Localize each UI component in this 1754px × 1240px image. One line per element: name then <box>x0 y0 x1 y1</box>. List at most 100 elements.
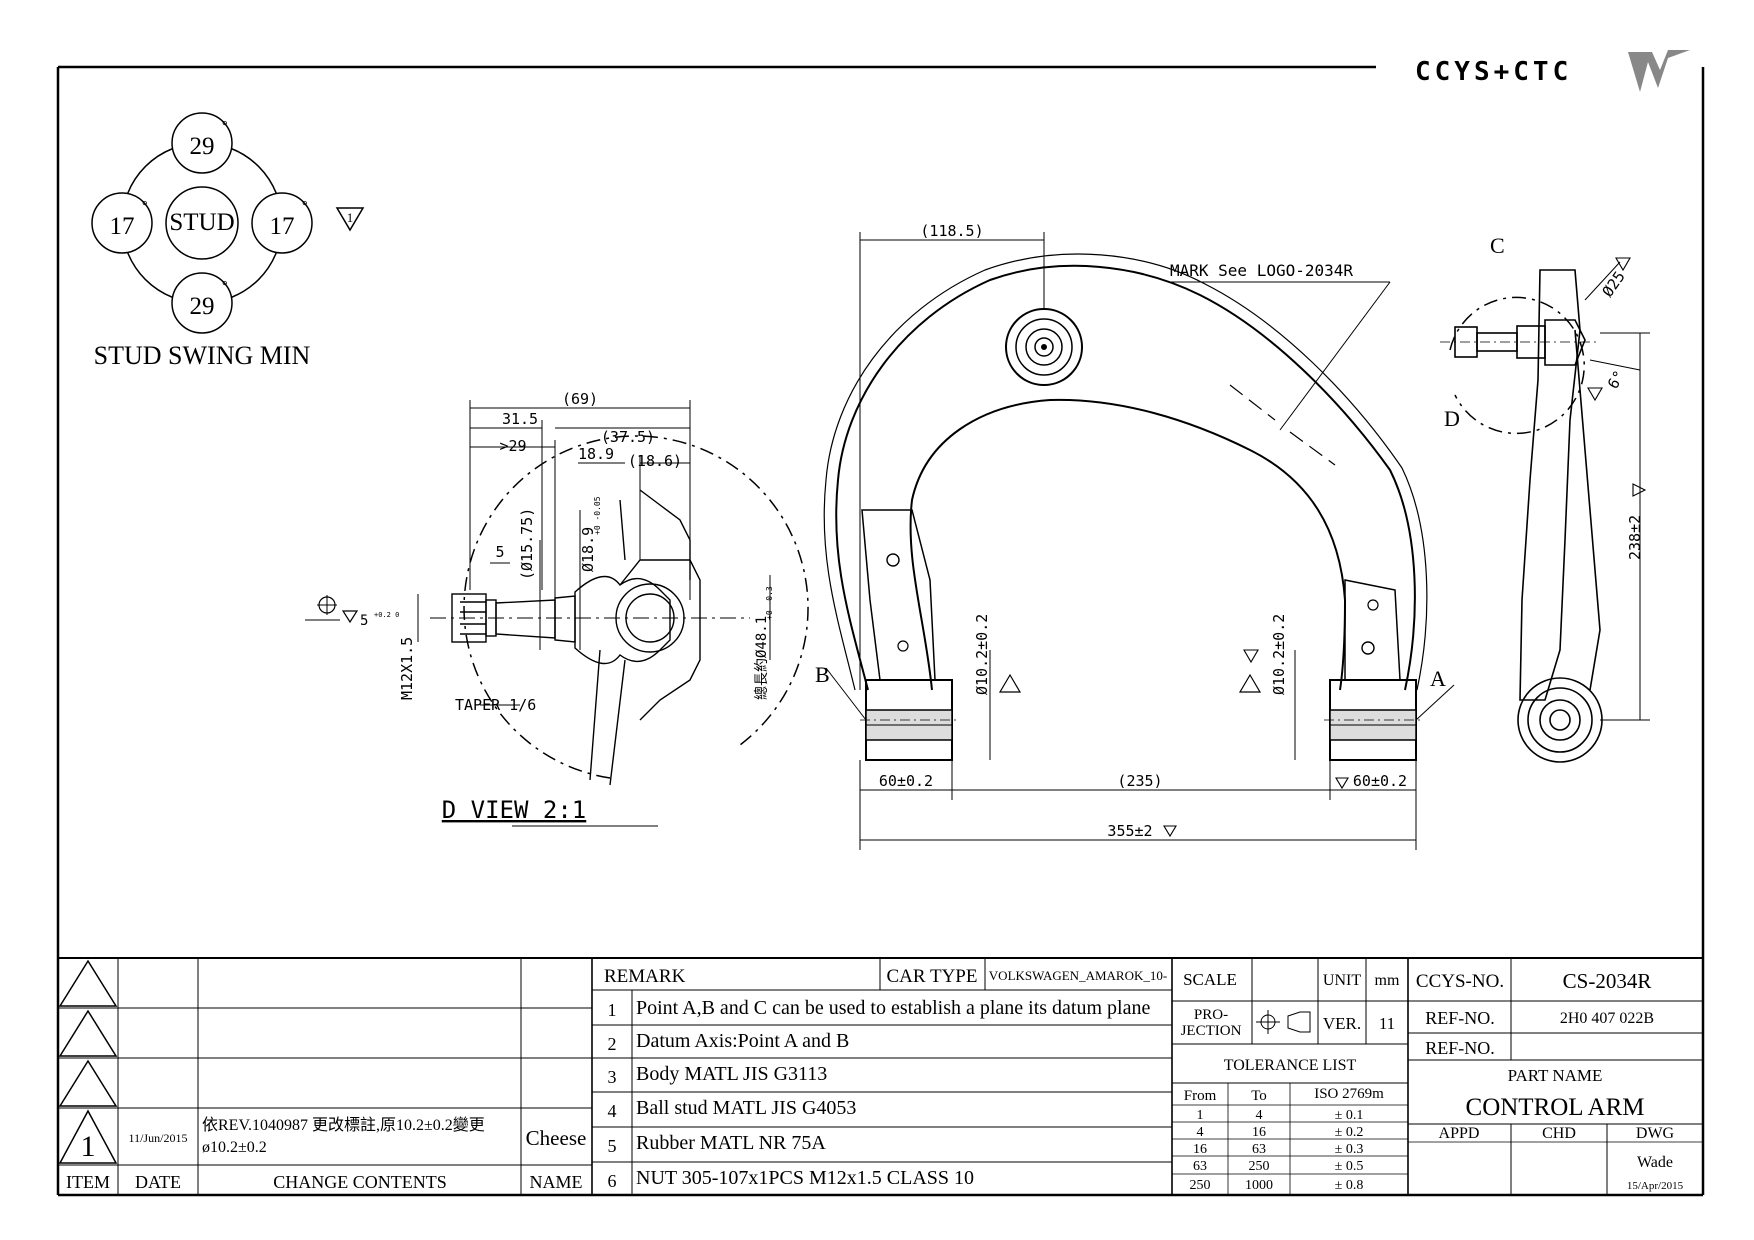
revision-name: Cheese <box>526 1126 587 1150</box>
swing-right-value: 17 <box>270 213 295 240</box>
surface-finish-icon <box>1163 825 1177 838</box>
dim-69: (69) <box>562 390 598 408</box>
tolerance-title: TOLERANCE LIST <box>1224 1057 1357 1074</box>
degree-mark: ° <box>302 199 308 214</box>
dim-31-5: 31.5 <box>502 410 538 428</box>
side-view: C D Ø25 6° 238±2 <box>1440 233 1650 763</box>
appd-label: APPD <box>1439 1125 1480 1142</box>
bore-right: Ø10.2±0.2 <box>1270 614 1288 695</box>
tol-cell: 250 <box>1249 1159 1270 1174</box>
side-detail-circle <box>1449 296 1585 435</box>
tol-cell: 4 <box>1256 1108 1263 1123</box>
bushing-b <box>860 679 958 761</box>
revision-triangles <box>58 959 118 1164</box>
header-item: ITEM <box>66 1172 110 1192</box>
point-b-label: B <box>815 662 830 687</box>
chd-label: CHD <box>1542 1125 1576 1142</box>
view-d-label: D <box>1444 406 1460 431</box>
remark-text: Ball stud MATL JIS G4053 <box>636 1097 856 1119</box>
control-arm-main-view: MARK See LOGO-2034R (118.5) 60±0.2 (235)… <box>815 222 1455 850</box>
bore-left: Ø10.2±0.2 <box>973 614 991 695</box>
dim-48-1-tol: +0 -0.3 <box>765 586 774 620</box>
bushing-a <box>1324 679 1422 761</box>
revision-contents-line1: 依REV.1040987 更改標註,原10.2±0.2變更 <box>202 1116 485 1134</box>
taper-note: TAPER 1/6 <box>455 696 536 714</box>
tol-cell: ± 0.3 <box>1335 1142 1364 1157</box>
tol-cell: ± 0.5 <box>1335 1159 1364 1174</box>
dwg-label: DWG <box>1636 1125 1675 1142</box>
title-block-grid <box>58 957 1703 1195</box>
dim-235: (235) <box>1117 772 1162 790</box>
ver-label: VER. <box>1323 1014 1361 1033</box>
point-c-label: C <box>1490 233 1505 258</box>
position-tol-value: 5 <box>360 613 368 629</box>
part-name: CONTROL ARM <box>1466 1094 1645 1121</box>
scale-label: SCALE <box>1183 970 1237 989</box>
dim-48-1: 總長約Ø48.1 <box>753 616 770 700</box>
dim-6: 6° <box>1604 367 1629 392</box>
tolerance-rows: 1 4 ± 0.1 4 16 ± 0.2 16 63 ± 0.3 63 250 … <box>1190 1108 1364 1193</box>
tol-header-from: From <box>1184 1088 1217 1104</box>
revision-triangle-icon <box>58 1109 118 1164</box>
tol-cell: 1 <box>1197 1108 1204 1123</box>
swing-center-label: STUD <box>169 209 234 236</box>
unit-value: mm <box>1375 972 1400 989</box>
company-logo: CCYS+CTC <box>1415 50 1690 92</box>
dim-18-6: (18.6) <box>628 452 682 470</box>
tol-cell: ± 0.2 <box>1335 1125 1364 1140</box>
dim-18-9: 18.9 <box>578 445 614 463</box>
tol-cell: 16 <box>1193 1142 1207 1157</box>
dim-60-right: 60±0.2 <box>1353 772 1407 790</box>
revision-item-number: 1 <box>81 1130 96 1163</box>
logo-mark-icon <box>1628 50 1690 92</box>
ref-label-1: REF-NO. <box>1425 1008 1495 1028</box>
car-type-value: VOLKSWAGEN_AMAROK_10- <box>989 968 1167 983</box>
tol-header-iso: ISO 2769m <box>1314 1086 1384 1102</box>
tol-cell: 1000 <box>1245 1178 1273 1193</box>
arm-flange-edge <box>823 253 1428 691</box>
dim-5: 5 <box>495 543 504 561</box>
drawn-date: 15/Apr/2015 <box>1627 1180 1684 1192</box>
ref-value-1: 2H0 407 022B <box>1560 1010 1654 1027</box>
position-tol-sup: +0.2 0 <box>374 611 399 619</box>
degree-mark: ° <box>222 119 228 134</box>
projection-label-2: JECTION <box>1181 1023 1242 1039</box>
dim-29: >29 <box>499 437 526 455</box>
part-name-label: PART NAME <box>1508 1066 1603 1085</box>
remark-text: Rubber MATL NR 75A <box>636 1132 826 1154</box>
dim-118-5: (118.5) <box>920 222 983 240</box>
sheet-border <box>56 65 1705 1197</box>
drawn-by: Wade <box>1637 1154 1673 1171</box>
surface-finish-icon <box>1243 649 1259 664</box>
ccys-value: CS-2034R <box>1563 969 1652 993</box>
revision-triangle-icon <box>58 1059 118 1107</box>
thread-size: M12X1.5 <box>398 637 416 700</box>
ccys-label: CCYS-NO. <box>1416 971 1504 992</box>
swing-bottom-value: 29 <box>190 293 215 320</box>
car-type-label: CAR TYPE <box>887 966 978 987</box>
degree-mark: ° <box>222 279 228 294</box>
tol-cell: 4 <box>1197 1125 1204 1140</box>
tol-cell: 250 <box>1190 1178 1211 1193</box>
remark-number: 4 <box>608 1101 617 1121</box>
tol-cell: 63 <box>1252 1142 1266 1157</box>
detail-boundary-circle <box>463 435 809 779</box>
stud-swing-diagram: 29 29 17 17 STUD ° ° ° ° 1 STUD SWING MI… <box>91 112 365 370</box>
remark-number: 1 <box>608 1000 617 1020</box>
dim-60-left: 60±0.2 <box>879 772 933 790</box>
datum-flag-number: 1 <box>347 210 354 225</box>
header-name: NAME <box>530 1172 583 1192</box>
unit-label: UNIT <box>1323 972 1361 989</box>
remark-text: Body MATL JIS G3113 <box>636 1063 827 1085</box>
remark-text: NUT 305-107x1PCS M12x1.5 CLASS 10 <box>636 1167 974 1189</box>
degree-mark: ° <box>142 199 148 214</box>
mark-note: MARK See LOGO-2034R <box>1170 261 1353 280</box>
remark-number: 6 <box>608 1171 617 1191</box>
dim-238: 238±2 <box>1626 515 1644 560</box>
remark-number: 3 <box>608 1067 617 1087</box>
ver-value: 11 <box>1379 1014 1395 1033</box>
ball-joint-top <box>1005 308 1083 386</box>
d-view-title: D VIEW 2:1 <box>442 796 587 824</box>
dim-25: Ø25 <box>1599 268 1629 301</box>
